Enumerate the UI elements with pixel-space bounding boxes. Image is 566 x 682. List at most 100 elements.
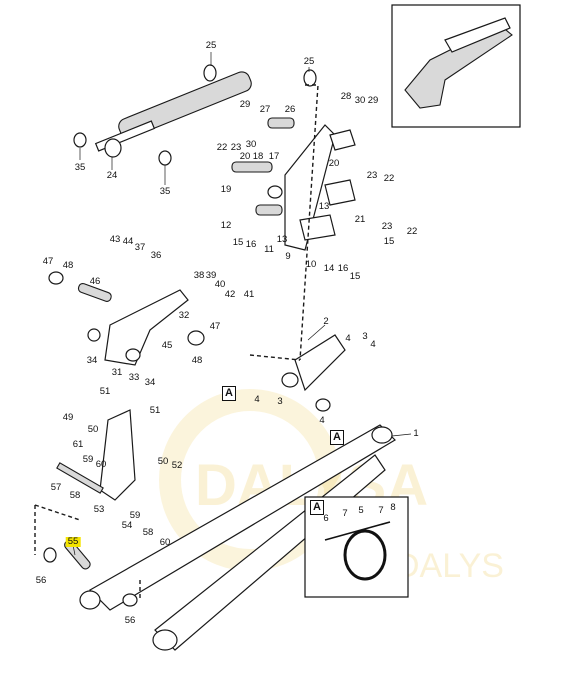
part-callout-13[interactable]: 13 [318, 201, 330, 212]
hydraulic-cylinder [73, 64, 317, 166]
part-callout-49[interactable]: 49 [62, 412, 74, 423]
part-callout-17[interactable]: 17 [268, 151, 280, 162]
part-callout-22[interactable]: 22 [216, 142, 228, 153]
part-callout-47[interactable]: 47 [42, 256, 54, 267]
part-callout-35[interactable]: 35 [159, 186, 171, 197]
part-callout-27[interactable]: 27 [259, 104, 271, 115]
part-callout-19[interactable]: 19 [220, 184, 232, 195]
part-callout-15[interactable]: 15 [349, 271, 361, 282]
part-callout-31[interactable]: 31 [111, 367, 123, 378]
part-callout-54[interactable]: 54 [121, 520, 133, 531]
part-callout-20[interactable]: 20 [239, 151, 251, 162]
part-callout-16[interactable]: 16 [337, 263, 349, 274]
part-callout-22[interactable]: 22 [406, 226, 418, 237]
part-callout-14[interactable]: 14 [323, 263, 335, 274]
part-callout-4[interactable]: 4 [254, 394, 260, 405]
overview-inset [391, 4, 521, 128]
part-callout-39[interactable]: 39 [205, 270, 217, 281]
part-callout-25[interactable]: 25 [303, 56, 315, 67]
part-callout-61[interactable]: 61 [72, 439, 84, 450]
part-callout-2[interactable]: 2 [323, 316, 329, 327]
part-callout-15[interactable]: 15 [383, 236, 395, 247]
part-callout-38[interactable]: 38 [193, 270, 205, 281]
part-callout-16[interactable]: 16 [245, 239, 257, 250]
part-callout-45[interactable]: 45 [161, 340, 173, 351]
part-callout-7[interactable]: 7 [378, 505, 384, 516]
part-callout-48[interactable]: 48 [191, 355, 203, 366]
detail-a-marker-2[interactable]: A [330, 430, 344, 445]
part-callout-25[interactable]: 25 [205, 40, 217, 51]
part-callout-23[interactable]: 23 [230, 142, 242, 153]
part-callout-3[interactable]: 3 [277, 396, 283, 407]
part-callout-56[interactable]: 56 [124, 615, 136, 626]
part-callout-10[interactable]: 10 [305, 259, 317, 270]
part-callout-33[interactable]: 33 [128, 372, 140, 383]
part-callout-59[interactable]: 59 [129, 510, 141, 521]
watermark-sub: DALYS [395, 547, 504, 585]
part-callout-35[interactable]: 35 [74, 162, 86, 173]
part-callout-34[interactable]: 34 [86, 355, 98, 366]
part-callout-51[interactable]: 51 [149, 405, 161, 416]
part-callout-22[interactable]: 22 [383, 173, 395, 184]
part-callout-9[interactable]: 9 [285, 251, 291, 262]
part-callout-6[interactable]: 6 [323, 513, 329, 524]
part-callout-29[interactable]: 29 [239, 99, 251, 110]
part-callout-28[interactable]: 28 [340, 91, 352, 102]
part-callout-20[interactable]: 20 [328, 158, 340, 169]
part-callout-5[interactable]: 5 [358, 505, 364, 516]
lower-link [43, 334, 346, 570]
part-callout-18[interactable]: 18 [252, 151, 264, 162]
part-callout-7[interactable]: 7 [342, 508, 348, 519]
part-callout-50[interactable]: 50 [157, 456, 169, 467]
part-callout-11[interactable]: 11 [264, 244, 274, 255]
part-callout-51[interactable]: 51 [99, 386, 111, 397]
reference-lines [34, 84, 319, 600]
part-callout-44[interactable]: 44 [122, 236, 134, 247]
part-callout-36[interactable]: 36 [150, 250, 162, 261]
leader-lines [71, 52, 412, 556]
part-callout-46[interactable]: 46 [89, 276, 101, 287]
part-callout-52[interactable]: 52 [171, 460, 183, 471]
part-callout-34[interactable]: 34 [144, 377, 156, 388]
part-callout-24[interactable]: 24 [106, 170, 118, 181]
part-callout-15[interactable]: 15 [232, 237, 244, 248]
part-callout-40[interactable]: 40 [214, 279, 226, 290]
part-callout-50[interactable]: 50 [87, 424, 99, 435]
part-callout-60[interactable]: 60 [159, 537, 171, 548]
part-callout-57[interactable]: 57 [50, 482, 62, 493]
part-callout-29[interactable]: 29 [367, 95, 379, 106]
part-callout-4[interactable]: 4 [370, 339, 376, 350]
part-callout-55[interactable]: 55 [65, 536, 81, 547]
part-callout-13[interactable]: 13 [276, 234, 288, 245]
part-callout-1[interactable]: 1 [413, 428, 419, 439]
part-callout-56[interactable]: 56 [35, 575, 47, 586]
part-callout-43[interactable]: 43 [109, 234, 121, 245]
detail-a-inset-label: A [310, 500, 324, 515]
part-callout-58[interactable]: 58 [142, 527, 154, 538]
detail-a-marker-1[interactable]: A [222, 386, 236, 401]
part-callout-30[interactable]: 30 [354, 95, 366, 106]
part-callout-41[interactable]: 41 [243, 289, 255, 300]
part-callout-4[interactable]: 4 [345, 333, 351, 344]
part-callout-12[interactable]: 12 [220, 220, 232, 231]
part-callout-32[interactable]: 32 [178, 310, 190, 321]
part-callout-26[interactable]: 26 [284, 104, 296, 115]
part-callout-23[interactable]: 23 [381, 221, 393, 232]
bellcrank [48, 271, 205, 366]
part-callout-60[interactable]: 60 [95, 459, 107, 470]
part-callout-42[interactable]: 42 [224, 289, 236, 300]
part-callout-21[interactable]: 21 [354, 214, 366, 225]
part-callout-23[interactable]: 23 [366, 170, 378, 181]
part-callout-37[interactable]: 37 [134, 242, 146, 253]
upper-link [231, 117, 356, 251]
part-callout-8[interactable]: 8 [390, 502, 396, 513]
part-callout-59[interactable]: 59 [82, 454, 94, 465]
part-callout-47[interactable]: 47 [209, 321, 221, 332]
part-callout-4[interactable]: 4 [319, 415, 325, 426]
part-callout-48[interactable]: 48 [62, 260, 74, 271]
part-callout-53[interactable]: 53 [93, 504, 105, 515]
part-callout-30[interactable]: 30 [245, 139, 257, 150]
part-callout-58[interactable]: 58 [69, 490, 81, 501]
part-callout-3[interactable]: 3 [362, 331, 368, 342]
